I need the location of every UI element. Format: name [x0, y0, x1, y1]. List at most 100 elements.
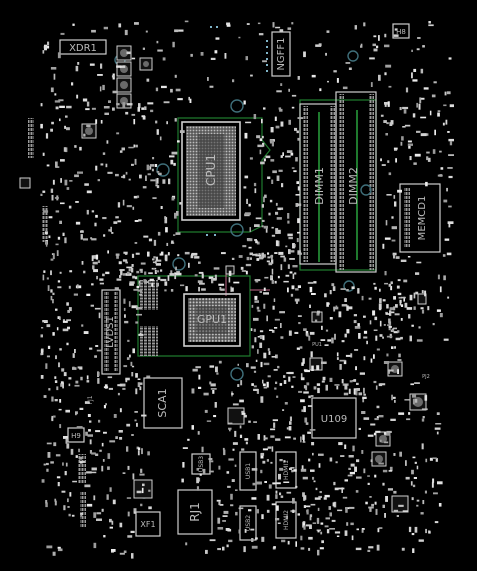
- smd-pad: [402, 126, 406, 128]
- smd-pad: [370, 358, 373, 363]
- smd-pad: [319, 88, 322, 92]
- smd-pad: [287, 264, 290, 269]
- smd-pad: [283, 481, 290, 483]
- smd-pad: [288, 88, 290, 92]
- smd-pad: [210, 57, 216, 60]
- smd-pad: [326, 529, 330, 534]
- smd-pad: [414, 382, 420, 384]
- smd-pad: [93, 542, 97, 549]
- smd-pad: [388, 470, 393, 472]
- smd-pad: [359, 372, 365, 375]
- smd-pad: [427, 306, 430, 311]
- smd-pad: [52, 299, 54, 304]
- smd-pad: [321, 361, 327, 364]
- smd-pad: [373, 48, 378, 52]
- smd-pad: [134, 220, 139, 222]
- smd-pad: [109, 526, 113, 529]
- smd-pad: [89, 63, 95, 66]
- smd-pad: [233, 281, 240, 284]
- smd-pad: [133, 119, 136, 125]
- smd-pad: [273, 298, 276, 302]
- smd-pad: [376, 405, 380, 409]
- smd-pad: [156, 129, 159, 135]
- smd-pad: [257, 349, 259, 354]
- smd-pad: [277, 229, 281, 234]
- smd-pad: [40, 334, 43, 338]
- smd-pad: [145, 281, 149, 283]
- smd-pad: [97, 378, 100, 384]
- smd-pad: [248, 509, 252, 512]
- smd-pad: [448, 221, 451, 228]
- smd-pad: [268, 262, 273, 266]
- smd-pad: [303, 406, 306, 413]
- smd-pad: [139, 473, 145, 476]
- smd-pad: [235, 511, 238, 516]
- smd-pad: [91, 452, 96, 455]
- smd-pad: [302, 522, 306, 528]
- smd-pad: [431, 94, 436, 98]
- smd-pad: [111, 232, 114, 234]
- smd-pad: [191, 253, 197, 256]
- smd-pad: [174, 274, 177, 280]
- smd-pad: [136, 446, 139, 450]
- smd-pad: [57, 280, 61, 283]
- smd-pad: [329, 377, 333, 382]
- smd-pad: [95, 214, 98, 218]
- smd-pad: [378, 303, 382, 309]
- smd-pad: [420, 133, 427, 137]
- smd-pad: [198, 261, 201, 264]
- smd-pad: [46, 277, 49, 280]
- smd-pad: [326, 302, 329, 307]
- smd-pad: [393, 331, 399, 334]
- smd-pad: [155, 263, 161, 266]
- smd-pad: [247, 238, 253, 242]
- smd-pad: [98, 312, 101, 319]
- smd-pad: [303, 505, 306, 508]
- smd-pad: [263, 287, 266, 291]
- smd-pad: [75, 411, 78, 415]
- smd-pad: [303, 51, 306, 58]
- smd-pad: [333, 501, 337, 508]
- smd-pad: [173, 162, 176, 166]
- smd-pad: [397, 279, 401, 282]
- smd-pad: [249, 252, 253, 256]
- smd-pad: [235, 489, 238, 491]
- smd-pad: [378, 462, 384, 465]
- smd-pad: [434, 129, 436, 136]
- smd-pad: [126, 266, 132, 269]
- smd-pad: [297, 285, 301, 288]
- smd-pad: [416, 102, 418, 108]
- smd-pad: [136, 490, 142, 494]
- smd-pad: [358, 427, 361, 430]
- smd-pad: [297, 250, 301, 254]
- smd-pad: [363, 336, 368, 339]
- smd-pad: [116, 132, 120, 135]
- smd-pad: [131, 434, 134, 436]
- smd-pad: [68, 205, 72, 209]
- smd-pad: [367, 475, 370, 477]
- smd-pad: [256, 481, 262, 485]
- smd-pad: [272, 170, 277, 174]
- smd-pad: [288, 371, 294, 375]
- smd-pad: [405, 87, 409, 93]
- smd-pad: [363, 356, 366, 361]
- smd-pad: [91, 467, 97, 471]
- smd-pad: [63, 372, 67, 377]
- smd-pad: [320, 522, 324, 525]
- smd-pad: [361, 411, 366, 414]
- smd-pad: [406, 307, 413, 310]
- smd-pad: [409, 156, 412, 161]
- smd-pad: [426, 156, 429, 161]
- smd-pad: [157, 276, 161, 280]
- smd-pad: [400, 318, 403, 321]
- smd-pad: [92, 261, 98, 265]
- smd-pad: [269, 199, 273, 203]
- smd-pad: [230, 504, 234, 507]
- smd-pad: [408, 526, 412, 533]
- smd-pad: [290, 250, 295, 253]
- smd-pad: [85, 431, 88, 436]
- smd-pad: [94, 307, 101, 310]
- smd-pad: [188, 262, 190, 268]
- smd-pad: [238, 529, 241, 534]
- smd-pad: [254, 279, 261, 282]
